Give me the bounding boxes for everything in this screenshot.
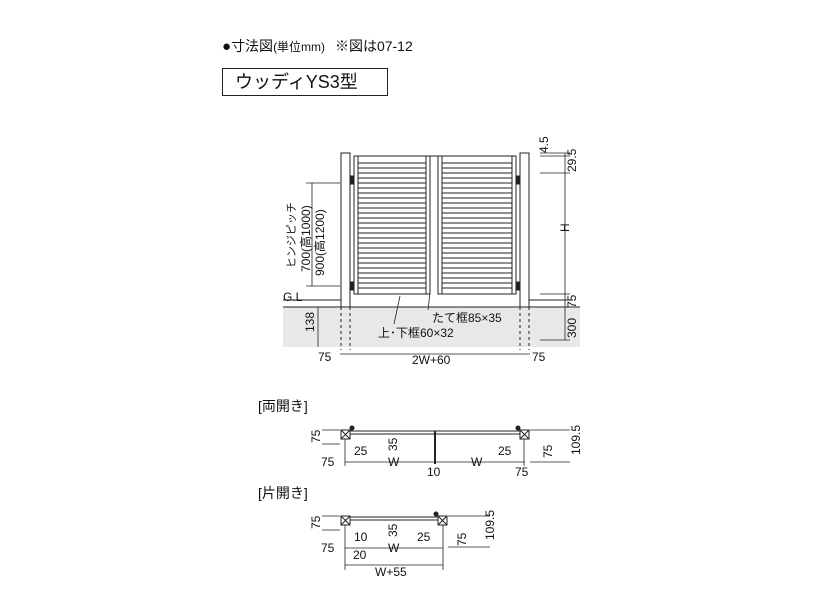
model-name-box: ウッディYS3型 bbox=[222, 68, 388, 96]
hinge-700: 700(高1000) bbox=[298, 205, 313, 272]
slat bbox=[357, 272, 427, 279]
slat bbox=[357, 192, 427, 199]
elevation-dimensions bbox=[306, 152, 570, 355]
single-swing-plan bbox=[322, 511, 490, 570]
single-75-right: 75 bbox=[455, 532, 469, 546]
dim-29-5: 29.5 bbox=[565, 148, 579, 172]
slat bbox=[441, 252, 513, 259]
hinge-900: 900(高1200) bbox=[312, 209, 327, 276]
slat bbox=[357, 262, 427, 269]
left-post bbox=[340, 152, 351, 308]
figure-note: ※図は07-12 bbox=[334, 38, 413, 54]
door-slats bbox=[357, 162, 513, 289]
double-10: 10 bbox=[427, 465, 441, 479]
hinge-pitch-label: ヒンジピッチ bbox=[285, 202, 298, 268]
dim-h: H bbox=[558, 223, 572, 232]
slat bbox=[441, 242, 513, 249]
slat bbox=[357, 242, 427, 249]
slat bbox=[357, 172, 427, 179]
top-bottom-frame-label: 上･下框60×32 bbox=[378, 326, 454, 340]
slat bbox=[357, 202, 427, 209]
slat bbox=[357, 282, 427, 289]
slat bbox=[441, 202, 513, 209]
bullet: ● bbox=[222, 38, 232, 55]
unit-note: (単位mm) bbox=[273, 40, 326, 54]
slat bbox=[357, 212, 427, 219]
double-109-5: 109.5 bbox=[569, 425, 583, 455]
single-w: W bbox=[388, 541, 400, 555]
ground-area bbox=[283, 307, 580, 347]
slat bbox=[441, 282, 513, 289]
single-total-w55: W+55 bbox=[375, 565, 407, 579]
bottom-2w60: 2W+60 bbox=[412, 353, 451, 367]
double-25-right: 25 bbox=[498, 444, 512, 458]
slat bbox=[441, 162, 513, 169]
slat bbox=[441, 172, 513, 179]
slat bbox=[441, 212, 513, 219]
elevation-view bbox=[283, 152, 580, 350]
drawing-title: 寸法図 bbox=[231, 38, 274, 54]
gl-label: G.L bbox=[283, 290, 303, 304]
slat bbox=[441, 192, 513, 199]
single-109-5: 109.5 bbox=[483, 510, 497, 540]
right-door bbox=[437, 155, 517, 295]
slat bbox=[441, 182, 513, 189]
single-left-bottom-75: 75 bbox=[321, 541, 335, 555]
double-left-bottom-75: 75 bbox=[321, 455, 335, 469]
single-35: 35 bbox=[386, 523, 400, 537]
bottom-75-right: 75 bbox=[532, 350, 546, 364]
double-swing-plan bbox=[322, 425, 570, 466]
double-35: 35 bbox=[386, 437, 400, 451]
slat bbox=[357, 252, 427, 259]
double-w-right: W bbox=[471, 455, 483, 469]
slat bbox=[357, 232, 427, 239]
dim-4-5: 4.5 bbox=[537, 136, 551, 153]
bottom-75-left: 75 bbox=[318, 350, 332, 364]
slat bbox=[441, 262, 513, 269]
double-25-left: 25 bbox=[354, 444, 368, 458]
slat bbox=[441, 232, 513, 239]
dim-138: 138 bbox=[303, 312, 317, 332]
double-left-top-75: 75 bbox=[309, 429, 323, 443]
slat bbox=[357, 222, 427, 229]
drawing-header: ●寸法図(単位mm) ※図は07-12 bbox=[222, 36, 413, 56]
single-10: 10 bbox=[354, 530, 368, 544]
slat bbox=[441, 222, 513, 229]
slat bbox=[441, 272, 513, 279]
slat bbox=[357, 162, 427, 169]
double-swing-label: [両開き] bbox=[258, 398, 308, 414]
double-right-bottom-75: 75 bbox=[515, 465, 529, 479]
single-swing-label: [片開き] bbox=[258, 485, 308, 501]
slat bbox=[357, 182, 427, 189]
dim-75-right: 75 bbox=[565, 294, 579, 308]
single-20: 20 bbox=[353, 548, 367, 562]
single-25: 25 bbox=[417, 530, 431, 544]
double-right-side-75: 75 bbox=[541, 444, 555, 458]
single-left-top-75: 75 bbox=[309, 515, 323, 529]
dim-300: 300 bbox=[565, 318, 579, 338]
vertical-frame-label: たて框85×35 bbox=[432, 311, 502, 325]
right-post bbox=[519, 152, 530, 308]
double-w-left: W bbox=[388, 455, 400, 469]
